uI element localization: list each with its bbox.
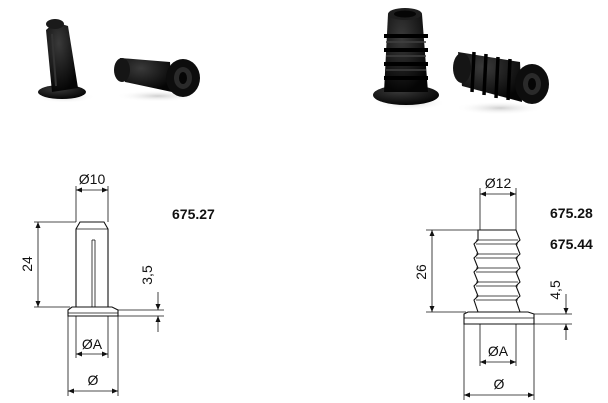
drawing-right: Ø12 26 4,5 ØA Ø 675.28 675.44 — [413, 175, 593, 400]
right-height-label: 26 — [413, 264, 429, 280]
right-product-code-1: 675.28 — [550, 205, 593, 221]
left-inner-diameter-label: ØA — [82, 336, 103, 352]
left-height-label: 24 — [19, 256, 35, 272]
right-inner-diameter-label: ØA — [488, 343, 509, 359]
left-outer-diameter-label: Ø — [88, 372, 99, 388]
right-ribbed-body — [473, 229, 521, 313]
left-product-code: 675.27 — [172, 206, 215, 222]
left-flange-thickness-label: 3,5 — [139, 265, 155, 285]
photo-smooth-spreader-lying — [114, 58, 200, 102]
photo-ribbed-spreader-lying — [453, 51, 549, 115]
drawing-left: Ø10 24 3,5 ØA Ø 675.27 — [19, 171, 215, 396]
right-outer-diameter-label: Ø — [494, 376, 505, 392]
left-flange-outline — [67, 306, 119, 317]
right-product-code-2: 675.44 — [550, 236, 593, 252]
right-flange-thickness-label: 4,5 — [547, 280, 563, 300]
right-top-diameter-label: Ø12 — [485, 175, 512, 191]
left-top-diameter-label: Ø10 — [79, 171, 106, 187]
photo-smooth-spreader-upright — [35, 19, 95, 103]
photo-ribbed-spreader-upright — [373, 8, 446, 110]
